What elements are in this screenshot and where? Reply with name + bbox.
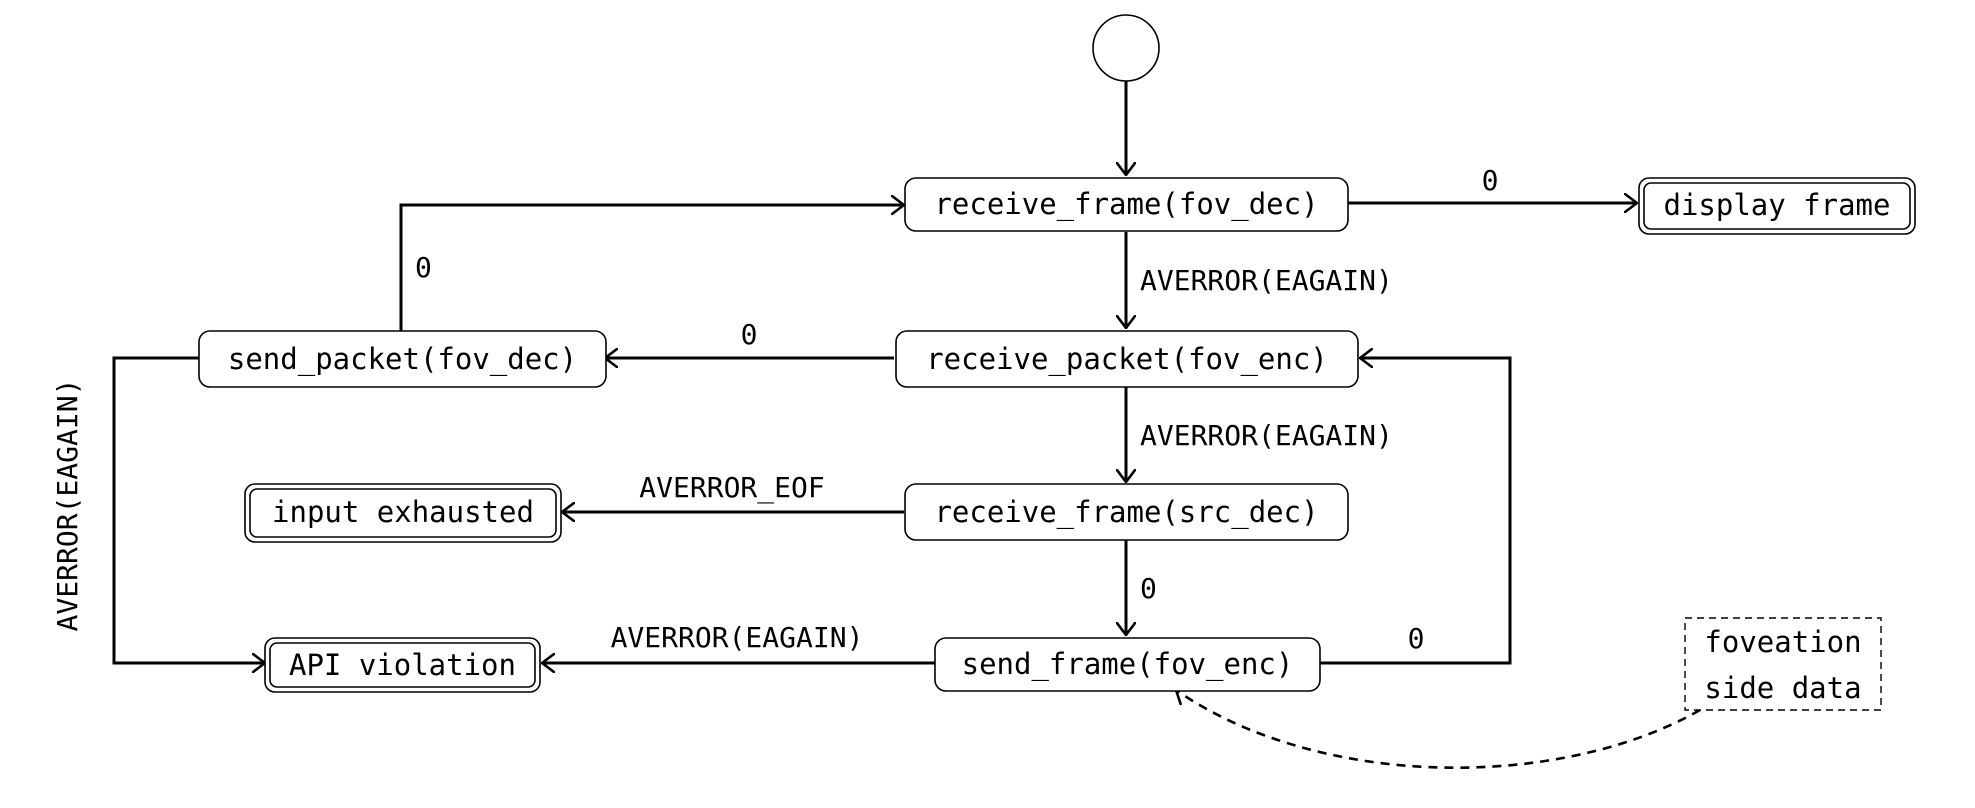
node-send-frame-fov-enc: send_frame(fov_enc) <box>934 637 1321 692</box>
edge-send-frame-fov-enc-to-receive-packet-fov-enc <box>1319 358 1512 665</box>
node-foveation-side-data-line1: foveation <box>1704 625 1861 659</box>
node-foveation-side-data: foveation side data <box>1684 617 1882 711</box>
node-api-violation: API violation <box>264 637 541 693</box>
edge-send-packet-fov-dec-to-api-violation <box>112 356 265 663</box>
edge-label-rpenc-rfsrc: AVERROR(EAGAIN) <box>1140 419 1393 452</box>
node-foveation-side-data-line2: side data <box>1704 671 1861 705</box>
node-input-exhausted: input exhausted <box>244 483 562 543</box>
edge-label-rfdec-rpenc: AVERROR(EAGAIN) <box>1140 264 1393 297</box>
edge-label-rfsrc-sfenc: 0 <box>1140 572 1157 605</box>
edge-send-packet-fov-dec-to-receive-frame-fov-dec <box>399 205 904 331</box>
edge-foveation-side-data-to-send-frame-fov-enc <box>1176 690 1701 769</box>
edge-label-rpenc-spdec: 0 <box>741 318 758 351</box>
node-receive-frame-fov-dec-label: receive_frame(fov_dec) <box>934 187 1318 222</box>
node-receive-packet-fov-enc-label: receive_packet(fov_enc) <box>926 342 1328 377</box>
node-receive-packet-fov-enc: receive_packet(fov_enc) <box>895 330 1359 388</box>
node-display-frame-label: display frame <box>1664 188 1891 222</box>
node-api-violation-label: API violation <box>289 648 516 682</box>
edge-label-spdec-api: AVERROR(EAGAIN) <box>51 379 84 632</box>
node-receive-frame-src-dec-label: receive_frame(src_dec) <box>934 495 1318 530</box>
edge-label-rfdec-display: 0 <box>1482 164 1499 197</box>
node-receive-frame-fov-dec: receive_frame(fov_dec) <box>904 177 1349 232</box>
node-display-frame: display frame <box>1638 177 1916 235</box>
node-send-frame-fov-enc-label: send_frame(fov_enc) <box>962 647 1294 682</box>
edge-label-rfsrc-input: AVERROR_EOF <box>639 471 824 505</box>
node-send-packet-fov-dec: send_packet(fov_dec) <box>198 330 607 388</box>
edge-label-sfenc-api: AVERROR(EAGAIN) <box>611 621 864 654</box>
edge-label-sfenc-rpenc: 0 <box>1408 622 1425 655</box>
node-send-packet-fov-dec-label: send_packet(fov_dec) <box>228 342 577 377</box>
edge-label-spdec-rfdec: 0 <box>415 251 432 284</box>
node-receive-frame-src-dec: receive_frame(src_dec) <box>904 483 1349 541</box>
node-input-exhausted-label: input exhausted <box>272 495 534 529</box>
start-node <box>1092 14 1160 82</box>
